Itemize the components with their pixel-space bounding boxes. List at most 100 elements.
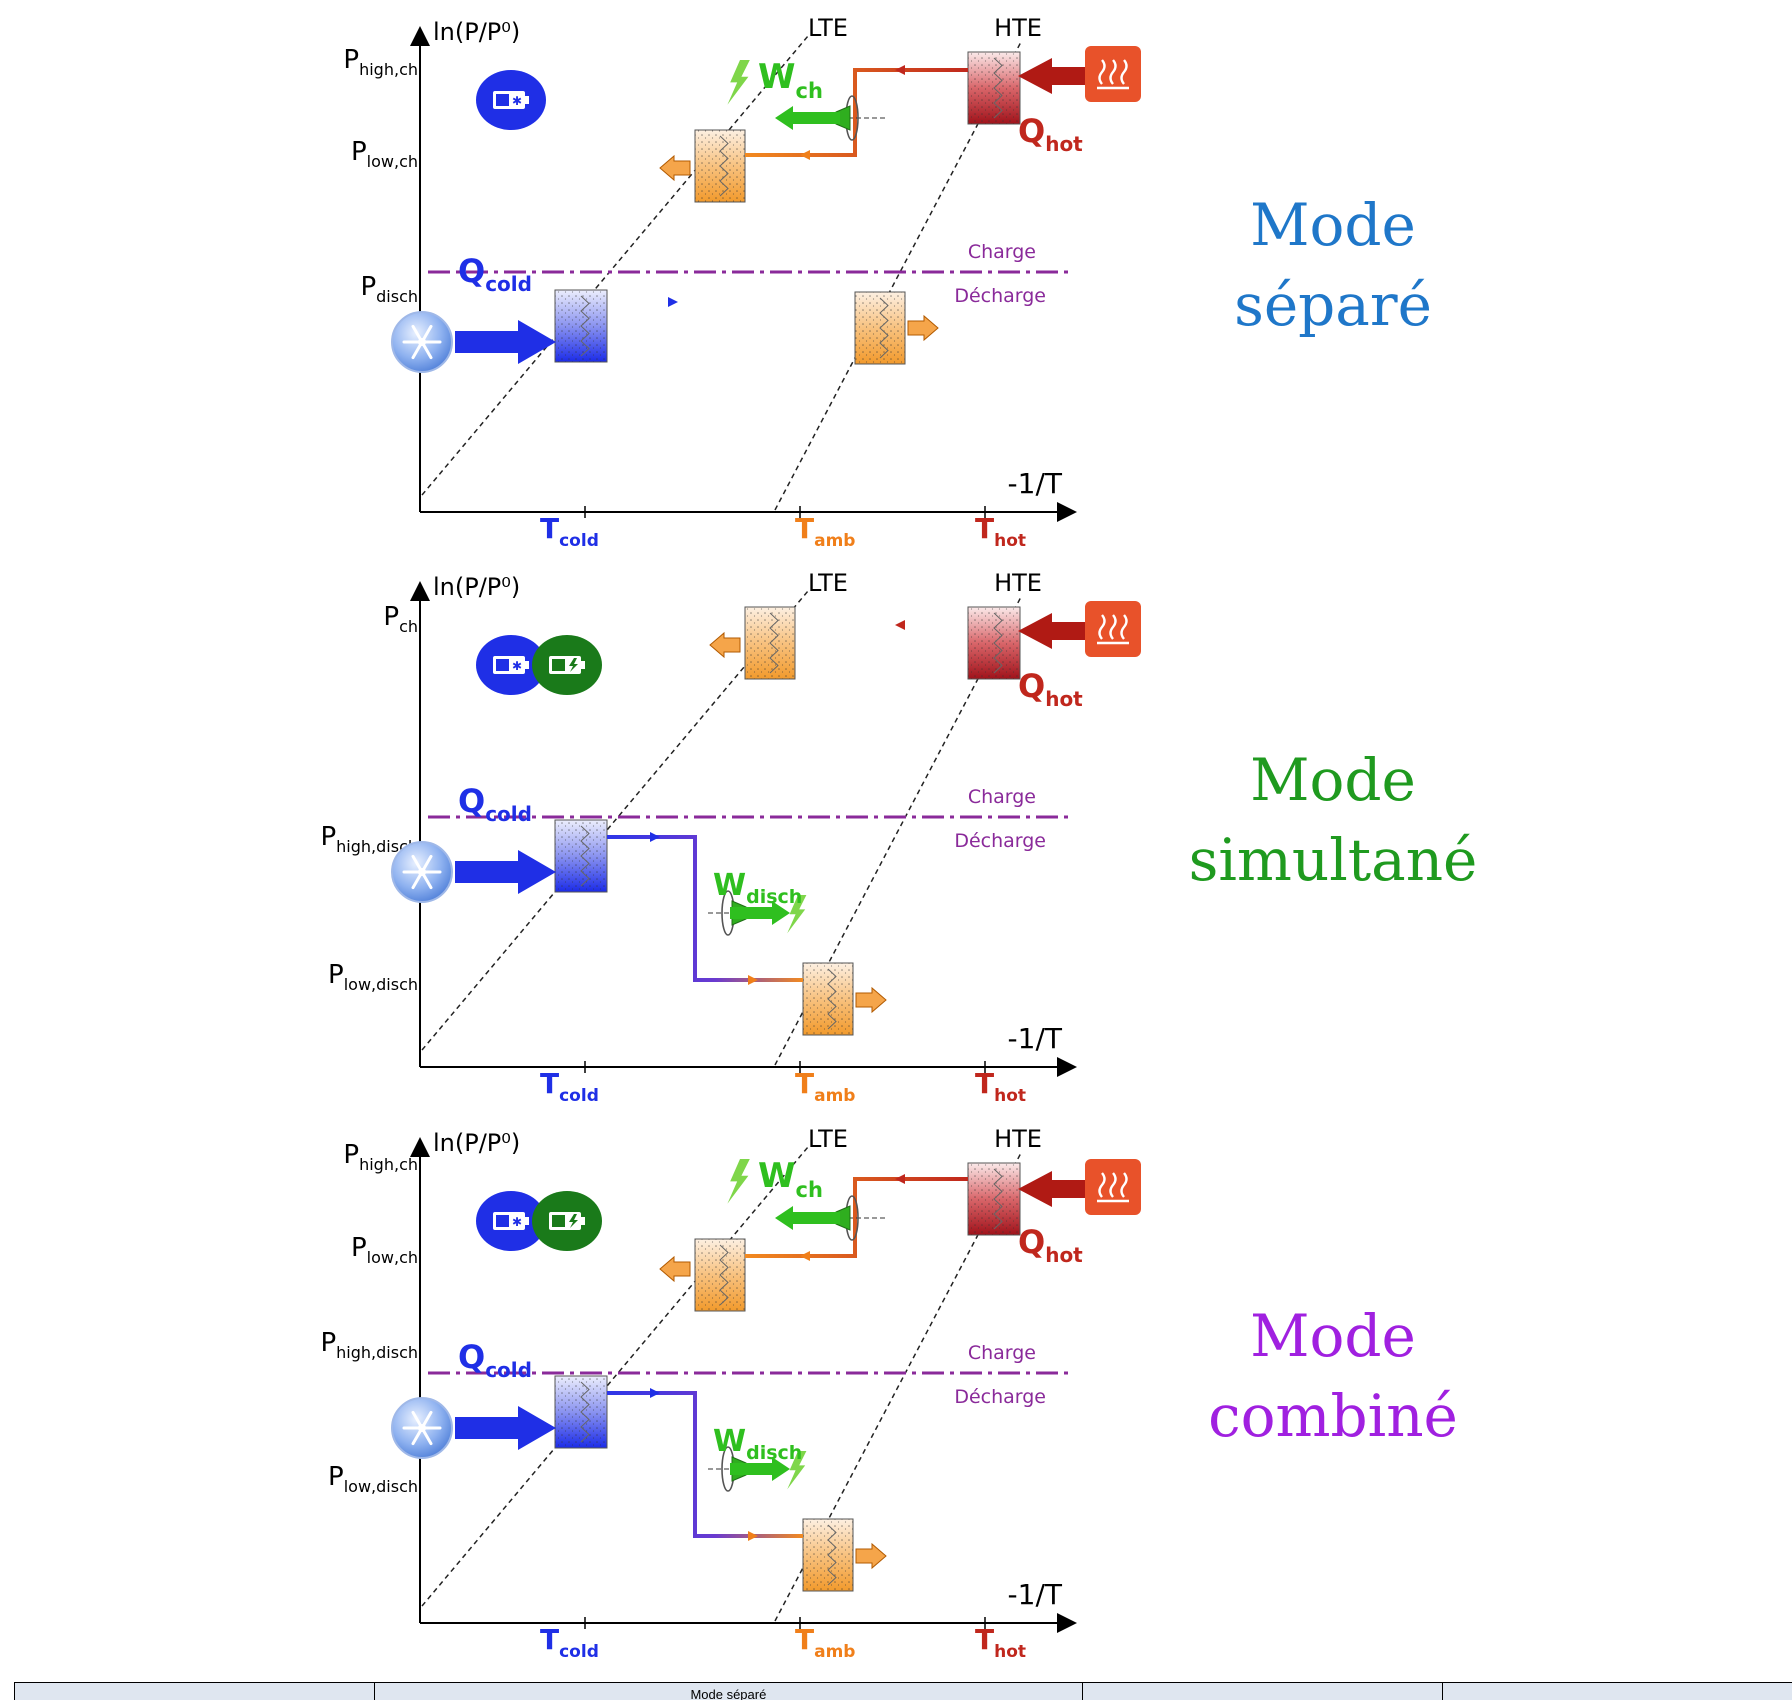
charge-label: Charge	[968, 241, 1036, 263]
lightning-icon-discharge	[787, 895, 807, 934]
work-discharge-arrow	[730, 901, 790, 925]
mode-title-line2: simultané	[1189, 826, 1478, 894]
t-hot-label: Thot	[975, 1623, 1026, 1662]
heat-reject-arrow-discharge	[907, 314, 939, 342]
x-axis-label: -1/T	[1008, 467, 1063, 500]
cold-battery-icon: ✱	[476, 635, 546, 695]
lte-cold-tank	[554, 819, 608, 893]
heat-input-arrow	[1018, 613, 1085, 649]
w-disch-label: Wdisch	[713, 1424, 802, 1464]
q-hot-label: Qhot	[1018, 667, 1083, 711]
heat-reject-arrow-charge	[659, 154, 691, 182]
lightning-icon-discharge	[787, 1451, 807, 1490]
t-hot-label: Thot	[975, 512, 1026, 551]
lte-cold-tank	[554, 1375, 608, 1449]
w-disch-label: Wdisch	[713, 868, 802, 908]
lte-equilibrium-line	[421, 35, 809, 496]
hte-hot-tank	[967, 51, 1021, 125]
lte-label: LTE	[808, 14, 848, 42]
mode-title-line1: Mode	[1250, 746, 1416, 814]
charge-compressor	[832, 95, 887, 141]
lightning-icon-charge	[727, 1159, 750, 1204]
lte-ambient-tank-discharge	[802, 1518, 854, 1592]
t-cold-label: Tcold	[540, 1067, 599, 1106]
pressure-label-2: Phigh,disch	[320, 1328, 418, 1362]
q-hot-label: Qhot	[1018, 112, 1083, 156]
lte-ambient-tank-discharge	[854, 291, 906, 365]
decharge-label: Décharge	[954, 285, 1046, 307]
hte-hot-tank	[967, 1162, 1021, 1236]
t-cold-label: Tcold	[540, 512, 599, 551]
hte-label: HTE	[994, 14, 1042, 42]
mode-title-line2: séparé	[1234, 271, 1432, 339]
snowflake-icon	[391, 311, 453, 373]
work-charge-arrow	[775, 1206, 840, 1230]
lte-equilibrium-line	[421, 590, 809, 1051]
pressure-label-3: Plow,disch	[328, 1462, 418, 1496]
panel-simultane: ln(P/P⁰) -1/T Tcold Tamb Thot LTE HTE ChargeDéc…	[320, 569, 1477, 1106]
cold-input-arrow	[455, 850, 556, 894]
lte-ambient-tank-charge	[694, 1238, 746, 1312]
pressure-label-0: Phigh,ch	[343, 1140, 418, 1174]
q-cold-label: Qcold	[458, 782, 532, 826]
lte-label: LTE	[808, 569, 848, 597]
lightning-icon-charge	[727, 60, 750, 105]
pressure-label-2: Plow,disch	[328, 960, 418, 994]
y-axis-label: ln(P/P⁰)	[433, 573, 520, 601]
lte-ambient-tank-charge	[694, 129, 746, 203]
mode-title-line1: Mode	[1250, 191, 1416, 259]
heat-reject-arrow-discharge	[855, 1542, 887, 1570]
q-cold-label: Qcold	[458, 1338, 532, 1382]
table-cell-4	[1441, 1683, 1792, 1700]
x-axis-label: -1/T	[1008, 1022, 1063, 1055]
table-cell-2: Mode séparé	[374, 1683, 1082, 1700]
charge-compressor	[832, 1195, 887, 1241]
table-header-strip: Mode séparé	[14, 1682, 1792, 1700]
pressure-label-2: Pdisch	[360, 272, 418, 306]
work-charge-arrow	[775, 106, 840, 130]
decharge-label: Décharge	[954, 830, 1046, 852]
pressure-label-1: Phigh,disch	[320, 822, 418, 856]
svg-text:✱: ✱	[512, 1215, 522, 1229]
t-amb-label: Tamb	[795, 1067, 855, 1106]
heat-source-icon	[1085, 46, 1141, 102]
work-discharge-arrow	[730, 1457, 790, 1481]
hte-label: HTE	[994, 569, 1042, 597]
table-cell-1	[14, 1683, 375, 1700]
q-hot-label: Qhot	[1018, 1223, 1083, 1267]
electric-battery-icon	[532, 635, 602, 695]
cold-battery-icon: ✱	[476, 70, 546, 130]
w-ch-label: Wch	[758, 1156, 823, 1202]
t-amb-label: Tamb	[795, 512, 855, 551]
panel-separe: ln(P/P⁰) -1/T Tcold Tamb Thot LTE HTE ChargeDéc…	[343, 14, 1432, 551]
lte-label: LTE	[808, 1125, 848, 1153]
snowflake-icon	[391, 1397, 453, 1459]
heat-reject-arrow-charge	[709, 631, 741, 659]
y-axis-label: ln(P/P⁰)	[433, 1129, 520, 1157]
lte-cold-tank	[554, 289, 608, 363]
hte-hot-tank	[967, 606, 1021, 680]
heat-source-icon	[1085, 1159, 1141, 1215]
mode-caption-simultane: Mode simultané	[1189, 746, 1478, 894]
lte-ambient-tank-discharge	[802, 962, 854, 1036]
electric-battery-icon	[532, 1191, 602, 1251]
charge-label: Charge	[968, 786, 1036, 808]
y-axis-label: ln(P/P⁰)	[433, 18, 520, 46]
mode-title-line2: combiné	[1208, 1382, 1458, 1450]
t-hot-label: Thot	[975, 1067, 1026, 1106]
hte-label: HTE	[994, 1125, 1042, 1153]
charge-label: Charge	[968, 1342, 1036, 1364]
lte-equilibrium-line	[421, 1146, 809, 1607]
mode-caption-separe: Mode séparé	[1234, 191, 1432, 339]
cold-battery-icon: ✱	[476, 1191, 546, 1251]
t-amb-label: Tamb	[795, 1623, 855, 1662]
q-cold-label: Qcold	[458, 252, 532, 296]
cold-input-arrow	[455, 320, 556, 364]
heat-reject-arrow-discharge	[855, 986, 887, 1014]
cold-input-arrow	[455, 1406, 556, 1450]
t-cold-label: Tcold	[540, 1623, 599, 1662]
